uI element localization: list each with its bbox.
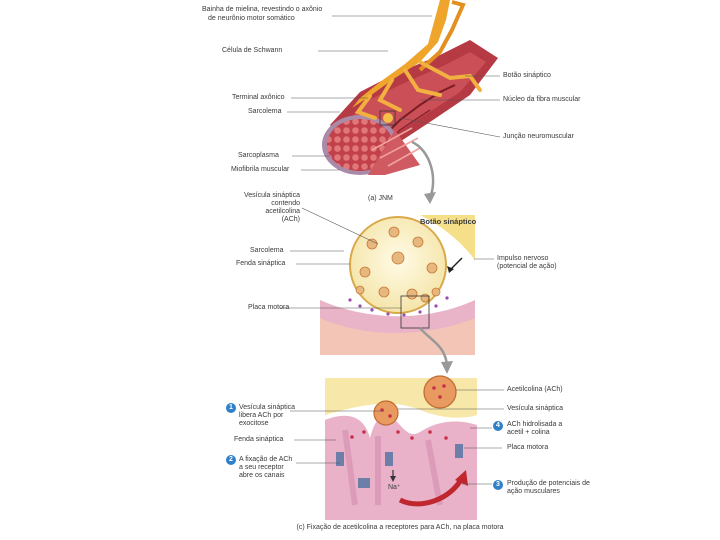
label-step2-3: abre os canais	[239, 472, 285, 479]
label-synaptic-vesicle-b: Vesícula sináptica	[243, 192, 300, 199]
label-nmj: Junção neuromuscular	[503, 133, 574, 140]
label-synaptic-bouton-a: Botão sináptico	[503, 72, 551, 79]
label-synaptic-vesicle-b-2: contendo	[271, 200, 300, 207]
label-sarcolemma-a: Sarcolema	[248, 108, 282, 115]
label-sarcolemma-b: Sarcolema	[250, 247, 284, 254]
label-motor-endplate-b: Placa motora	[248, 304, 290, 311]
label-synaptic-cleft-c: Fenda sináptica	[234, 436, 284, 443]
nerve-illustration	[352, 0, 482, 126]
leader-lines	[280, 15, 504, 485]
zoom-arrow-b	[419, 327, 449, 366]
step-badge-1: 1	[226, 403, 236, 413]
caption-panel-c: (c) Fixação de acetilcolina a receptores…	[296, 524, 504, 531]
label-synaptic-vesicle-b-4: (ACh)	[281, 216, 300, 223]
label-synaptic-vesicle-b-3: acetilcolina	[265, 208, 300, 215]
label-step4: ACh hidrolisada a	[507, 421, 563, 428]
label-myelin-sheath: Bainha de mielina, revestindo o axônio	[202, 6, 323, 13]
step-badge-4: 4	[493, 421, 503, 431]
label-nerve-impulse-2: (potencial de ação)	[497, 263, 557, 270]
caption-panel-a: (a) JNM	[368, 195, 393, 202]
label-step3: Produção de potenciais de	[507, 480, 590, 487]
ach-release-illustration	[325, 375, 477, 520]
label-synaptic-cleft-b: Fenda sináptica	[236, 260, 286, 267]
label-acetylcholine: Acetilcolina (ACh)	[507, 386, 563, 393]
label-axon-terminal: Terminal axônico	[232, 94, 285, 101]
zoom-arrow-a	[411, 140, 435, 199]
label-step3-2: ação musculares	[507, 488, 560, 495]
label-step2-2: a seu receptor	[239, 464, 284, 471]
label-step4-2: acetil + colina	[507, 429, 550, 436]
label-motor-endplate-c: Placa motora	[507, 444, 549, 451]
label-nerve-impulse: Impulso nervoso	[497, 255, 549, 262]
label-step1: Vesícula sináptica	[239, 404, 296, 411]
label-myelin-sheath-2: de neurônio motor somático	[208, 15, 295, 22]
label-step2: A fixação de ACh	[239, 456, 293, 463]
label-sarcoplasm: Sarcoplasma	[238, 152, 279, 159]
label-schwann-cell: Célula de Schwann	[222, 47, 283, 54]
label-step1-2: libera ACh por	[239, 412, 284, 419]
label-synaptic-bouton-b: Botão sináptico	[420, 217, 477, 226]
label-synaptic-vesicle-c: Vesícula sináptica	[507, 405, 564, 412]
label-step1-3: exocitose	[239, 420, 269, 427]
label-myofibril: Miofibrila muscular	[231, 166, 290, 173]
step-badge-2: 2	[226, 455, 236, 465]
label-muscle-nucleus: Núcleo da fibra muscular	[503, 96, 581, 103]
label-sodium-ion: Na⁺	[388, 484, 401, 491]
step-badge-3: 3	[493, 480, 503, 490]
synaptic-bouton-illustration	[320, 215, 475, 355]
